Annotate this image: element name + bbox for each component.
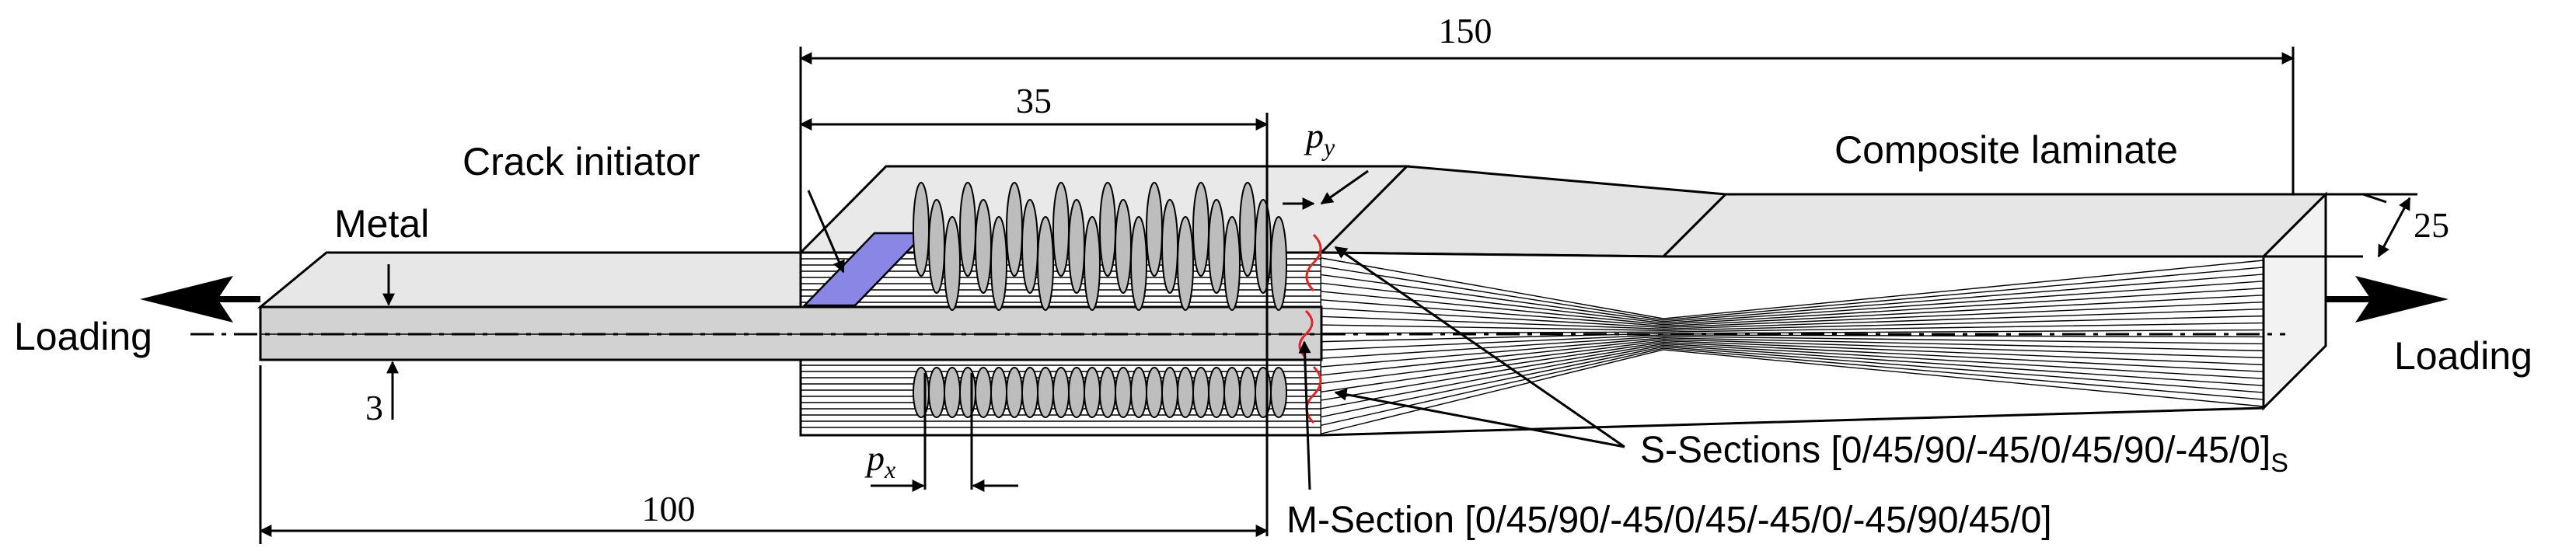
pin: [928, 199, 945, 294]
loading-right-label: Loading: [2394, 334, 2532, 378]
laminate-taper-ply-lines: [1321, 257, 2264, 434]
pin: [1177, 367, 1194, 418]
pin: [1021, 367, 1038, 418]
pin: [1270, 216, 1287, 311]
dimension-35: 35: [1016, 81, 1052, 120]
pin: [1223, 216, 1241, 311]
pin: [913, 367, 930, 418]
pin: [1223, 367, 1241, 418]
s-sections-label: S-Sections [0/45/90/-45/0/45/90/-45/0]S: [1640, 430, 2288, 478]
ply-line: [1321, 344, 2264, 410]
pin: [944, 367, 961, 418]
through-thickness-pins-top: [913, 182, 1287, 311]
pin: [1115, 199, 1132, 294]
composite-laminate-label: Composite laminate: [1834, 128, 2178, 172]
dimension-25: 25: [2414, 205, 2449, 245]
pin: [1208, 199, 1225, 294]
dimension-150: 150: [1439, 11, 1492, 51]
pin: [1255, 367, 1272, 418]
pin: [1130, 367, 1147, 418]
loading-left-label: Loading: [14, 315, 152, 358]
pitch-x-label: px: [864, 438, 895, 483]
pin: [1130, 216, 1147, 311]
pin: [1084, 216, 1101, 311]
ply-line: [1321, 346, 2264, 418]
ply-line: [1321, 322, 2264, 334]
ply-line: [1321, 337, 2264, 368]
ply-line: [1321, 302, 2264, 329]
dimension-lines: [259, 47, 2417, 544]
ply-line: [1321, 334, 2264, 351]
pin: [1099, 182, 1116, 277]
laminate-end-top-face: [1660, 193, 2329, 258]
pin: [990, 367, 1007, 418]
pin: [913, 182, 930, 277]
pin: [944, 216, 961, 311]
ply-line: [1321, 329, 2264, 343]
pin: [1208, 367, 1225, 418]
pin: [1052, 182, 1070, 277]
m-section-label: M-Section [0/45/90/-45/0/45/-45/0/-45/90…: [1286, 500, 2052, 541]
pin: [1192, 182, 1209, 277]
ply-line: [1321, 266, 2264, 321]
pin: [1161, 367, 1178, 418]
dimension-100: 100: [642, 489, 696, 528]
pin: [1177, 216, 1194, 311]
pin: [990, 216, 1007, 311]
pin: [1037, 367, 1054, 418]
pin: [1239, 367, 1256, 418]
pin: [1068, 199, 1085, 294]
pitch-y-label: py: [1304, 116, 1335, 161]
crack-initiator-label: Crack initiator: [462, 140, 700, 183]
metal-adherend: [257, 251, 1323, 361]
leader-lines: [807, 190, 1625, 490]
pin: [1115, 367, 1132, 418]
ply-line: [1321, 349, 2264, 434]
pin: [1021, 199, 1038, 294]
pin: [1068, 367, 1085, 418]
pin: [1037, 216, 1054, 311]
ply-line: [1321, 257, 2264, 319]
ply-line: [1321, 281, 2264, 324]
arrow-left-icon: [140, 276, 260, 323]
pin: [959, 182, 976, 277]
pin: [1146, 367, 1163, 418]
pin: [1084, 367, 1101, 418]
pin: [1255, 199, 1272, 294]
pin: [1006, 182, 1023, 277]
pin: [959, 367, 976, 418]
ply-line: [1321, 336, 2264, 359]
pin: [1239, 182, 1256, 277]
ply-line: [1321, 340, 2264, 385]
pin: [1192, 367, 1209, 418]
ply-line: [1321, 338, 2264, 376]
pin: [1006, 367, 1023, 418]
pin: [1052, 367, 1070, 418]
ply-line: [1321, 308, 2264, 330]
ply-line: [1321, 347, 2264, 426]
pin: [975, 199, 992, 294]
pin: [1161, 199, 1178, 294]
ply-line: [1321, 288, 2264, 326]
metal-label: Metal: [334, 202, 429, 246]
ply-line: [1321, 315, 2264, 331]
ply-line: [1321, 295, 2264, 327]
ply-line: [1321, 274, 2264, 323]
pin: [1270, 367, 1287, 418]
pin: [975, 367, 992, 418]
pin: [928, 367, 945, 418]
dimension-3: 3: [365, 388, 383, 427]
s-section-marker-top: [1305, 233, 1322, 292]
pin: [1146, 182, 1163, 277]
arrow-right-icon: [2326, 276, 2449, 323]
metal-top-face: [257, 251, 802, 309]
ply-line: [1321, 341, 2264, 392]
pin: [1099, 367, 1116, 418]
ply-line: [1321, 343, 2264, 401]
